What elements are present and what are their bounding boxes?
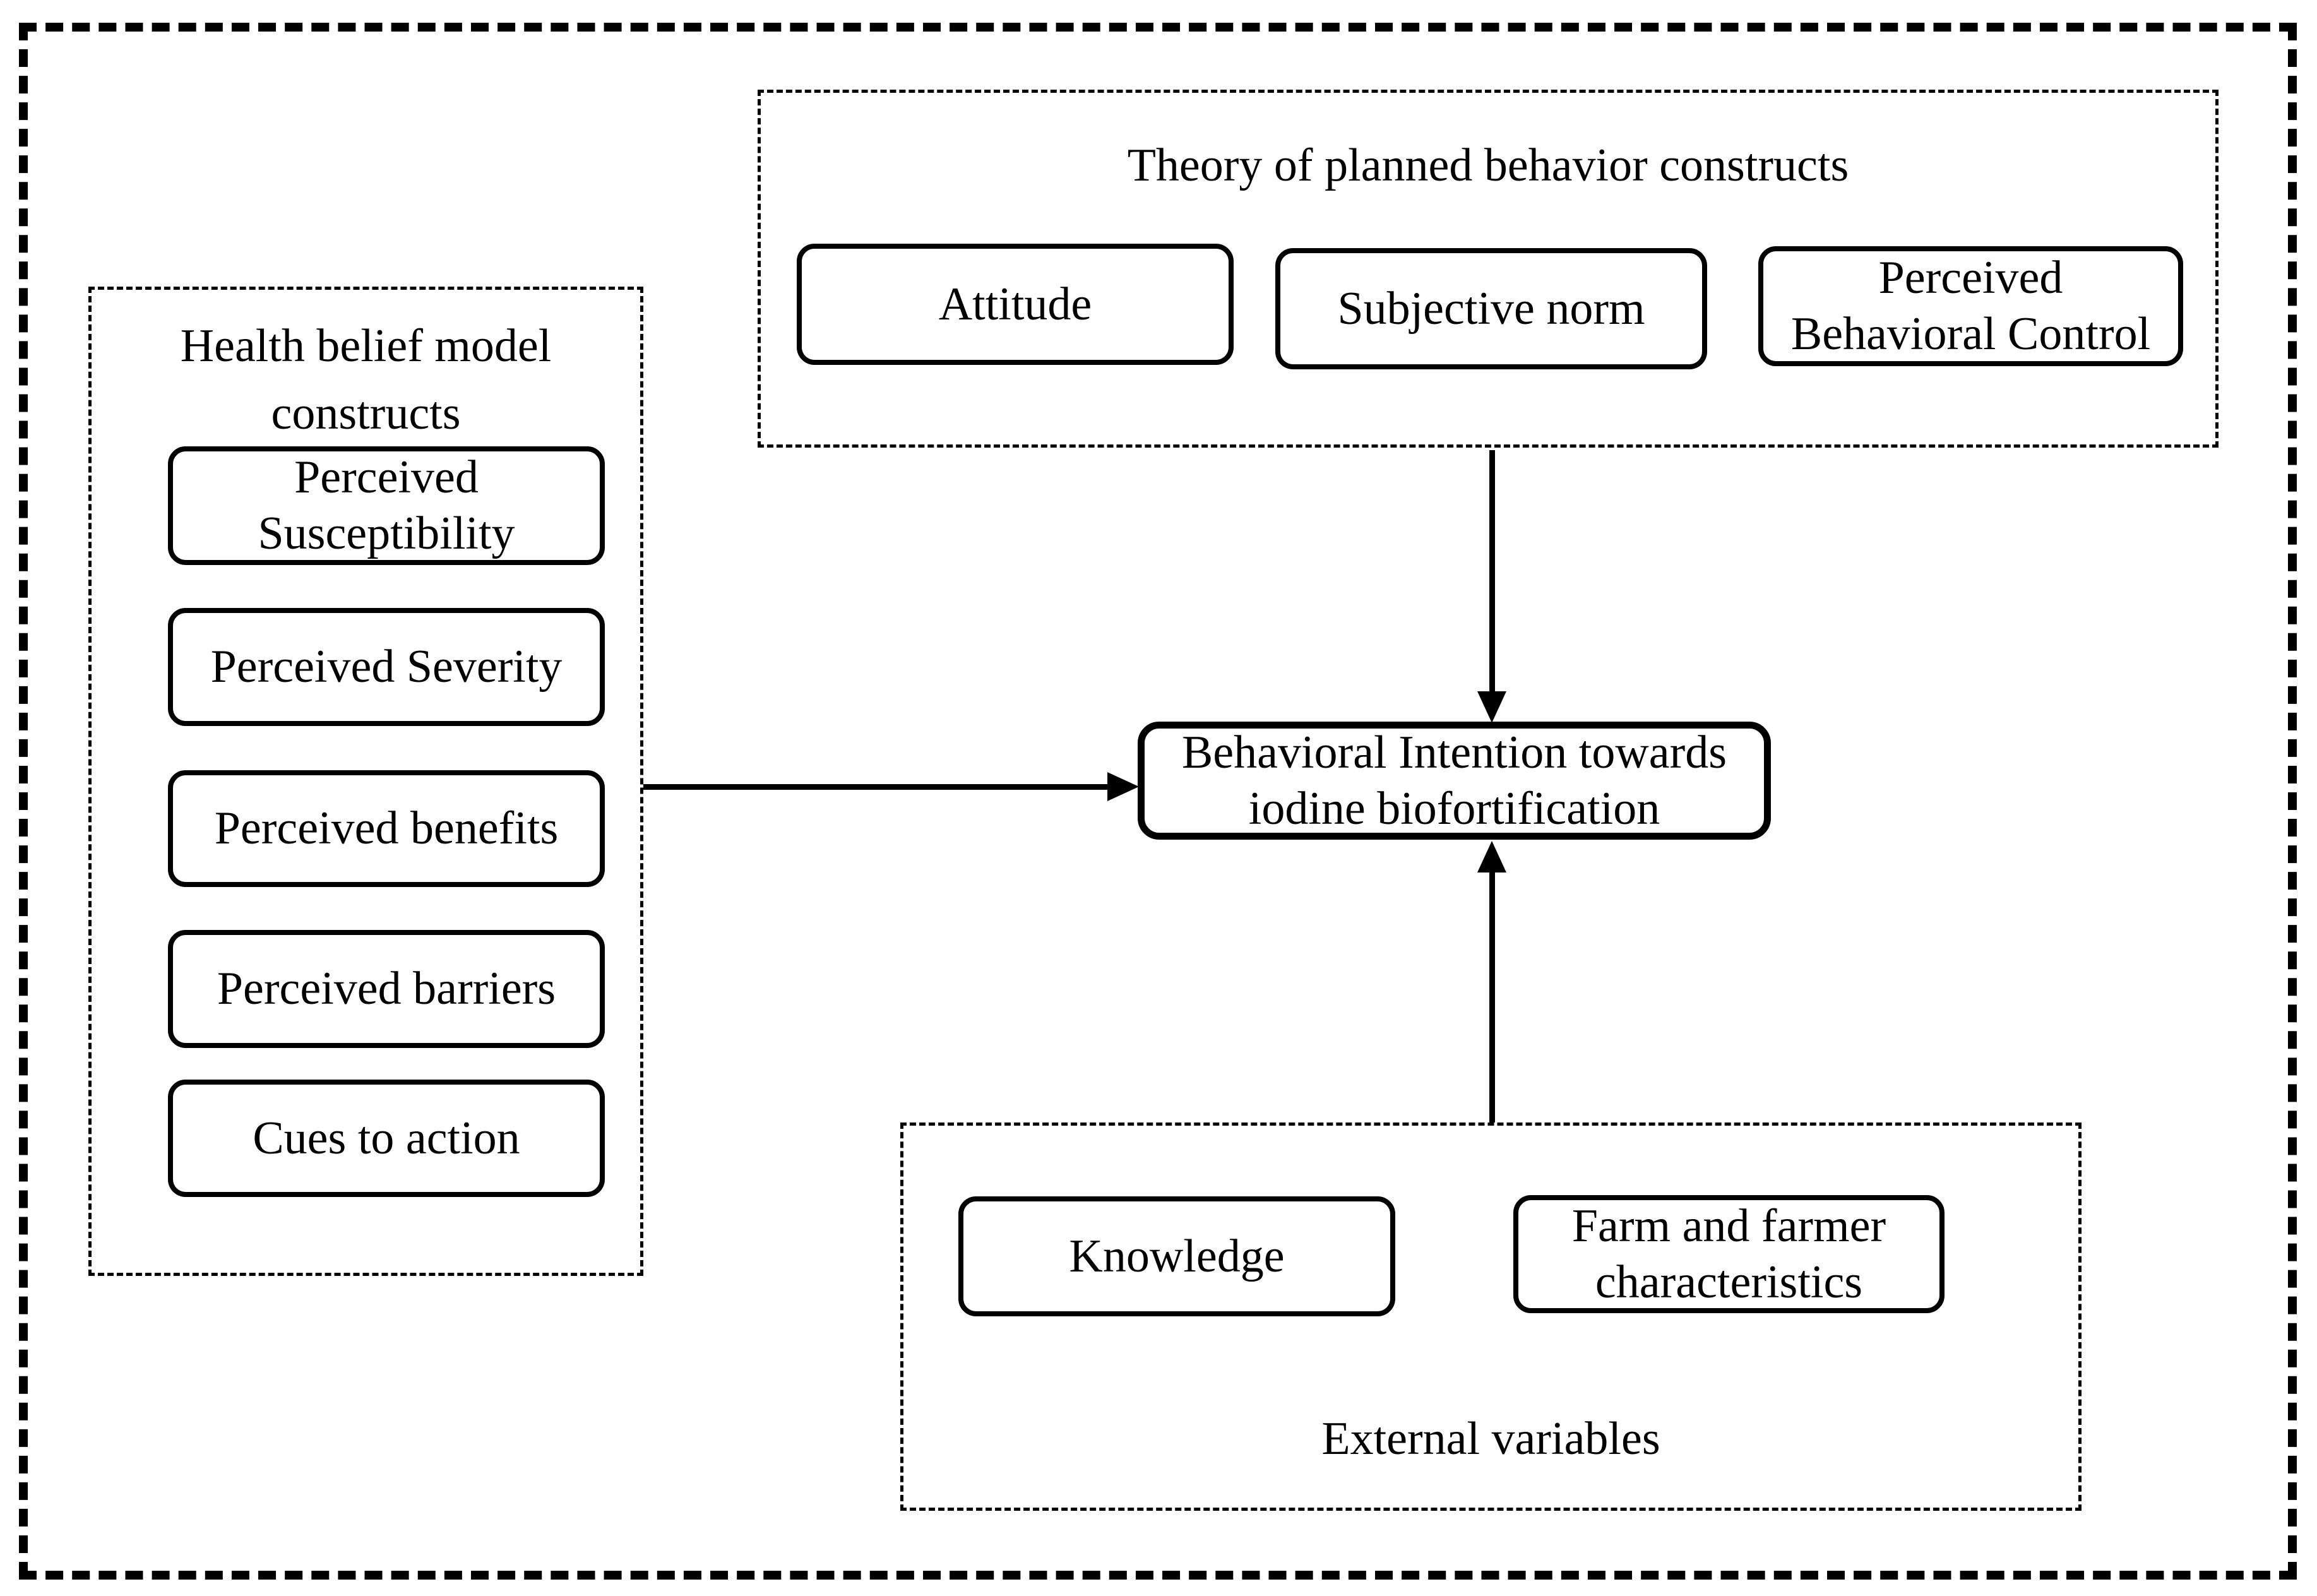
- node-behavioral-intention: Behavioral Intention towards iodine biof…: [1138, 722, 1771, 840]
- node-perceived-barriers-label: Perceived barriers: [217, 963, 556, 1015]
- node-subjective-norm: Subjective norm: [1275, 248, 1707, 369]
- arrow-up-icon: [1477, 841, 1506, 872]
- node-knowledge-label: Knowledge: [1069, 1230, 1285, 1282]
- node-farm-farmer-characteristics-label: Farm and farmer characteristics: [1571, 1200, 1886, 1308]
- node-attitude-label: Attitude: [938, 278, 1092, 330]
- external-group-title: External variables: [1321, 1413, 1660, 1465]
- node-perceived-severity: Perceived Severity: [168, 608, 605, 726]
- hbm-group: Health belief model constructs: [88, 287, 643, 1276]
- node-subjective-norm-label: Subjective norm: [1337, 282, 1645, 335]
- node-perceived-susceptibility: Perceived Susceptibility: [168, 446, 605, 565]
- hbm-group-title: Health belief model constructs: [180, 320, 552, 440]
- node-cues-to-action-label: Cues to action: [253, 1112, 520, 1164]
- node-perceived-behavioral-control-label: Perceived Behavioral Control: [1790, 252, 2151, 360]
- node-perceived-barriers: Perceived barriers: [168, 930, 605, 1048]
- node-perceived-severity-label: Perceived Severity: [210, 641, 563, 693]
- arrow-down-icon: [1477, 691, 1506, 723]
- arrow-right-icon: [1107, 772, 1139, 801]
- outer-dashed-frame: [19, 23, 2297, 1580]
- node-perceived-susceptibility-label: Perceived Susceptibility: [258, 451, 515, 559]
- node-knowledge: Knowledge: [958, 1196, 1395, 1316]
- node-attitude: Attitude: [797, 244, 1234, 365]
- external-group: [900, 1123, 2082, 1511]
- node-perceived-behavioral-control: Perceived Behavioral Control: [1758, 246, 2183, 366]
- tpb-group-title: Theory of planned behavior constructs: [1127, 140, 1849, 191]
- node-perceived-benefits-label: Perceived benefits: [214, 802, 559, 855]
- node-behavioral-intention-label: Behavioral Intention towards iodine biof…: [1181, 726, 1727, 835]
- arrow-line: [1489, 872, 1495, 1123]
- tpb-group: Theory of planned behavior constructs: [758, 90, 2219, 448]
- node-farm-farmer-characteristics: Farm and farmer characteristics: [1513, 1195, 1945, 1313]
- arrow-line: [1489, 450, 1495, 696]
- node-cues-to-action: Cues to action: [168, 1080, 605, 1197]
- arrow-line: [643, 784, 1109, 790]
- node-perceived-benefits: Perceived benefits: [168, 770, 605, 887]
